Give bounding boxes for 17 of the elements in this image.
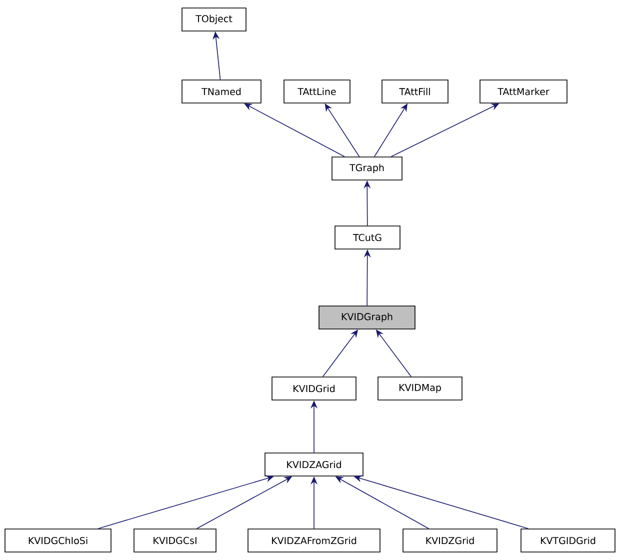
class-box: TObject <box>182 8 246 32</box>
class-box: TAttFill <box>382 80 448 104</box>
class-box: KVIDMap <box>378 376 462 400</box>
class-box: TAttLine <box>284 80 350 104</box>
class-box: KVIDGCsI <box>134 528 216 552</box>
arrow <box>244 103 345 157</box>
class-box: KVIDGraph <box>318 306 416 330</box>
class-box: KVIDGChIoSi <box>4 528 112 552</box>
class-box: KVTGIDGrid <box>520 528 616 552</box>
class-box: KVIDZGrid <box>402 528 498 552</box>
class-box: TNamed <box>182 80 262 104</box>
class-box: KVIDZAGrid <box>264 452 364 476</box>
class-box: TAttMarker <box>480 80 568 104</box>
class-box: KVIDZAFromZGrid <box>248 528 380 552</box>
class-box: TCutG <box>334 226 400 250</box>
class-box: TGraph <box>332 156 402 180</box>
class-box: KVIDGrid <box>272 376 356 400</box>
